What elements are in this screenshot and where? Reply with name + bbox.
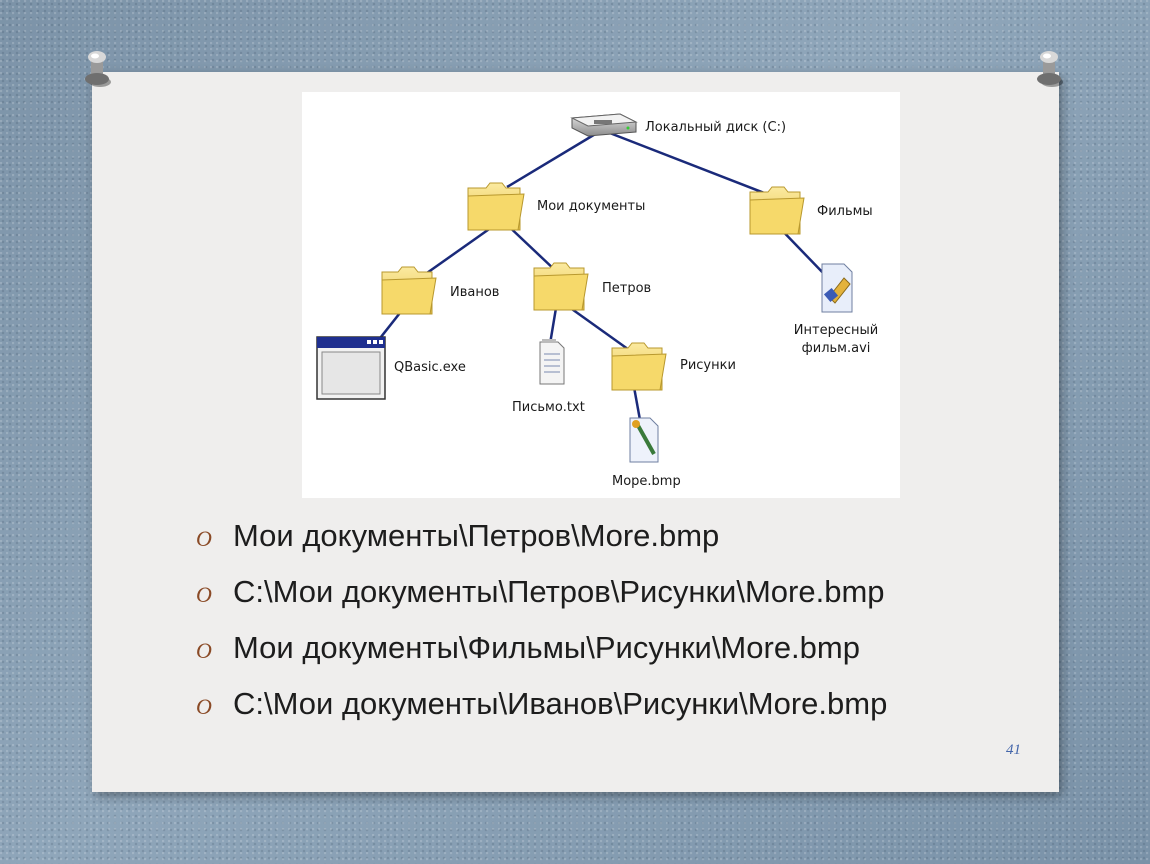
- label-film-avi-line1: Интересный: [793, 323, 879, 338]
- folder-tree-diagram: Локальный диск (C:) Мои документы Фильмы…: [302, 92, 900, 498]
- label-petrov: Петров: [602, 281, 652, 296]
- folder-icon-pictures: [611, 342, 667, 391]
- local-drive-icon: [570, 113, 638, 137]
- label-letter: Письмо.txt: [512, 400, 585, 415]
- application-window-icon: [316, 336, 386, 400]
- answer-options-list: O Мои документы\Петров\More.bmp O C:\Мои…: [196, 514, 887, 738]
- tree-connectors: [376, 128, 828, 421]
- label-my-documents: Мои документы: [537, 199, 646, 214]
- folder-icon-petrov: [533, 262, 589, 311]
- answer-option: O C:\Мои документы\Иванов\Рисунки\More.b…: [196, 682, 887, 738]
- label-qbasic: QBasic.exe: [394, 360, 466, 375]
- answer-text: Мои документы\Фильмы\Рисунки\More.bmp: [233, 630, 860, 665]
- video-file-icon: [821, 263, 853, 313]
- page-number: 41: [1006, 742, 1021, 758]
- answer-text: C:\Мои документы\Иванов\Рисунки\More.bmp: [233, 686, 888, 721]
- label-sea-bmp: Море.bmp: [612, 474, 681, 489]
- tree-graphics: [316, 113, 853, 463]
- answer-option: O Мои документы\Петров\More.bmp: [196, 514, 887, 570]
- bullet-marker: O: [196, 526, 212, 551]
- bullet-marker: O: [196, 638, 212, 663]
- folder-icon-my-documents: [467, 182, 525, 231]
- folder-icon-films: [749, 186, 805, 235]
- answer-text: Мои документы\Петров\More.bmp: [233, 518, 720, 553]
- folder-icon-ivanov: [381, 266, 437, 315]
- image-file-icon: [629, 417, 659, 463]
- pushpin-right-icon: [1037, 51, 1063, 87]
- label-films: Фильмы: [817, 204, 873, 219]
- answer-option: O Мои документы\Фильмы\Рисунки\More.bmp: [196, 626, 887, 682]
- bullet-marker: O: [196, 582, 212, 607]
- bullet-marker: O: [196, 694, 212, 719]
- answer-text: C:\Мои документы\Петров\Рисунки\More.bmp: [233, 574, 885, 609]
- pushpin-left-icon: [85, 51, 111, 87]
- label-ivanov: Иванов: [450, 285, 500, 300]
- text-document-icon: [539, 339, 565, 385]
- label-film-avi-line2: фильм.avi: [801, 341, 871, 356]
- label-pictures: Рисунки: [680, 358, 736, 373]
- label-local-drive: Локальный диск (C:): [645, 120, 787, 135]
- answer-option: O C:\Мои документы\Петров\Рисунки\More.b…: [196, 570, 887, 626]
